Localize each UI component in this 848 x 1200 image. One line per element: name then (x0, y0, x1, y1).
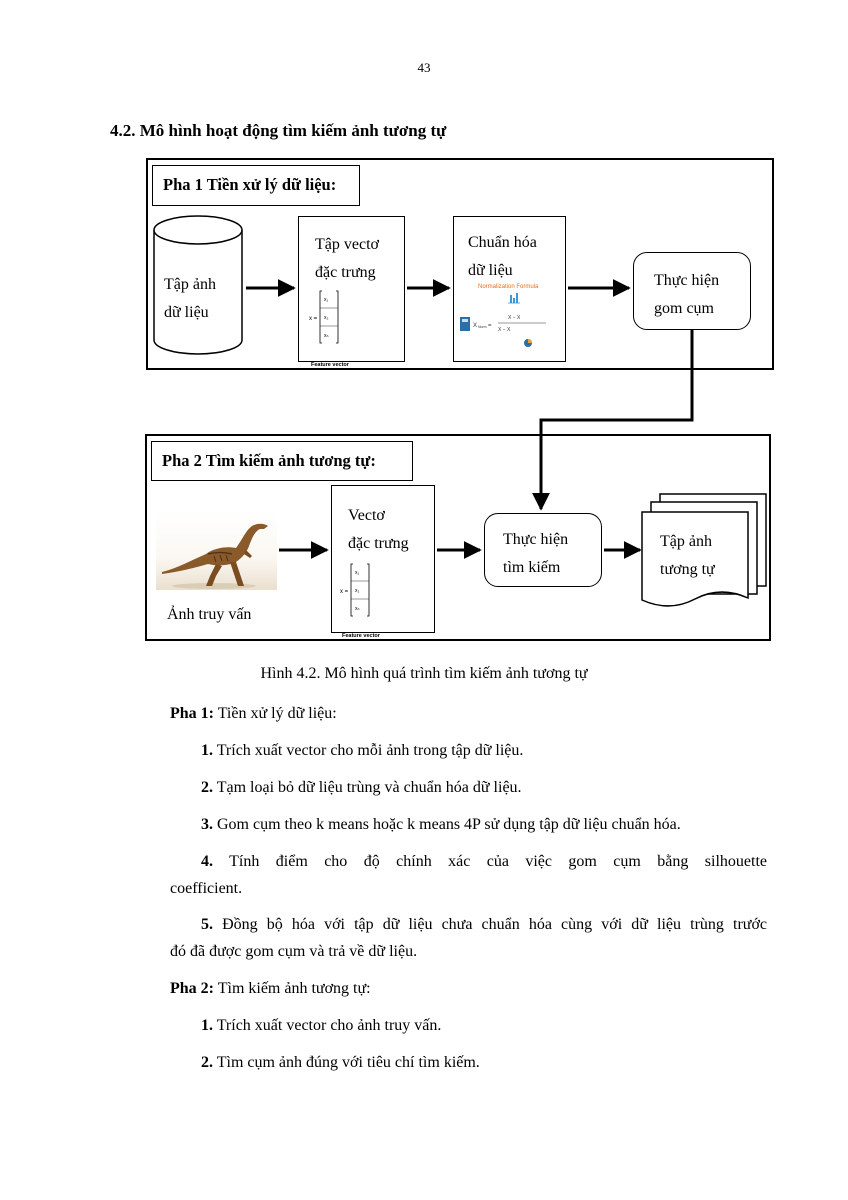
step-text: Tạm loại bỏ dữ liệu trùng và chuẩn hóa d… (216, 779, 522, 796)
step-text: Tính điểm cho độ chính xác của việc gom … (229, 853, 767, 870)
svg-text:xₙ: xₙ (324, 333, 329, 339)
feature-vector-set-node: Tập vectơ đặc trưng x = x₁ x₂ xₙ Feature… (298, 216, 405, 368)
query-vector-matrix-icon: x = x₁ x₂ xₙ (340, 563, 370, 617)
phase1-step-1: 1. Trích xuất vector cho mỗi ảnh trong t… (201, 737, 523, 764)
phase2-title: Pha 2 Tìm kiếm ảnh tương tự: (151, 441, 413, 481)
phase2-step-1: 1. Trích xuất vector cho ảnh truy vấn. (201, 1012, 441, 1039)
phase1-text: Tiền xử lý dữ liệu: (217, 705, 337, 722)
cylinder-icon (153, 215, 243, 355)
svg-text:x =: x = (309, 316, 318, 322)
step-number: 2. (201, 779, 213, 796)
phase1-step-4: 4. Tính điểm cho độ chính xác của việc g… (201, 848, 767, 875)
step-text: Trích xuất vector cho mỗi ảnh trong tập … (216, 742, 524, 759)
query-feature-vector-line1: Vectơ (348, 507, 385, 524)
svg-text:x₂: x₂ (324, 315, 329, 321)
arrow-clustering-to-search (532, 330, 694, 511)
feature-vector-caption: Feature vector (311, 362, 349, 368)
phase2-text: Tìm kiếm ảnh tương tự: (217, 980, 371, 997)
step-number: 1. (201, 1017, 213, 1034)
page-number: 43 (417, 60, 431, 75)
result-documents-icon (641, 493, 767, 607)
search-node: Thực hiện tìm kiếm (484, 513, 602, 587)
query-feature-vector-node: Vectơ đặc trưng x = x₁ x₂ xₙ Feature vec… (331, 485, 435, 639)
normalize-node: Chuẩn hóa dữ liệu Normalization Formula … (453, 216, 566, 362)
step-number: 3. (201, 816, 213, 833)
phase1-step-4-cont: coefficient. (170, 880, 243, 897)
step-text: Đồng bộ hóa với tập dữ liệu chưa chuẩn h… (222, 916, 768, 933)
normalize-line2: dữ liệu (468, 262, 513, 279)
step-text: Tìm cụm ảnh đúng với tiêu chí tìm kiếm. (216, 1054, 480, 1071)
svg-text:X − X: X − X (498, 327, 511, 333)
step-text: Gom cụm theo k means hoặc k means 4P sử … (217, 816, 681, 833)
phase1-step-3: 3. Gom cụm theo k means hoặc k means 4P … (201, 811, 681, 838)
feature-vector-set-line2: đặc trưng (315, 264, 376, 281)
result-line1: Tập ảnh (660, 533, 712, 550)
phase2-heading: Pha 2: Tìm kiếm ảnh tương tự: (170, 975, 371, 1002)
svg-text:x =: x = (340, 589, 349, 595)
dataset-label-line1: Tập ảnh (164, 276, 216, 293)
feature-vector-set-line1: Tập vectơ (315, 236, 379, 253)
svg-text:x₂: x₂ (355, 588, 360, 594)
step-text: Trích xuất vector cho ảnh truy vấn. (216, 1017, 442, 1034)
svg-text:=: = (488, 323, 492, 329)
query-feature-vector-caption: Feature vector (342, 633, 380, 639)
phase2-label: Pha 2: (170, 980, 214, 997)
step-number: 5. (201, 916, 213, 933)
vector-matrix-icon: x = x₁ x₂ xₙ (309, 290, 339, 344)
normalization-formula-title: Normalization Formula (478, 284, 539, 290)
phase1-label: Pha 1: (170, 705, 214, 722)
clustering-line1: Thực hiện (654, 272, 720, 289)
search-line2: tìm kiếm (503, 559, 561, 576)
search-line1: Thực hiện (503, 531, 569, 548)
phase1-title: Pha 1 Tiền xử lý dữ liệu: (152, 165, 360, 206)
query-image-label: Ảnh truy vấn (167, 606, 252, 623)
phase1-step-5-cont: đó đã được gom cụm và trả về dữ liệu. (170, 943, 418, 960)
svg-text:Norm: Norm (478, 325, 487, 329)
svg-text:X: X (473, 323, 477, 329)
figure-caption: Hình 4.2. Mô hình quá trình tìm kiếm ảnh… (260, 665, 588, 682)
clustering-node: Thực hiện gom cụm (633, 252, 751, 330)
step-number: 2. (201, 1054, 213, 1071)
svg-text:X − X: X − X (508, 315, 521, 321)
section-heading: 4.2. Mô hình hoạt động tìm kiếm ảnh tươn… (110, 121, 447, 140)
clustering-line2: gom cụm (654, 300, 714, 317)
dataset-label-line2: dữ liệu (164, 304, 209, 321)
svg-text:x₁: x₁ (324, 297, 329, 303)
dinosaur-icon (162, 523, 268, 589)
query-feature-vector-line2: đặc trưng (348, 535, 409, 552)
result-line2: tương tự (660, 561, 715, 578)
phase2-step-2: 2. Tìm cụm ảnh đúng với tiêu chí tìm kiế… (201, 1049, 480, 1076)
step-number: 1. (201, 742, 213, 759)
svg-text:xₙ: xₙ (355, 606, 360, 612)
svg-text:x₁: x₁ (355, 570, 360, 576)
phase1-step-2: 2. Tạm loại bỏ dữ liệu trùng và chuẩn hó… (201, 774, 522, 801)
step-number: 4. (201, 853, 213, 870)
dataset-cylinder: Tập ảnh dữ liệu (152, 214, 244, 356)
formula-graphic-icon: X Norm = X − X X − X (460, 293, 546, 347)
phase1-heading: Pha 1: Tiền xử lý dữ liệu: (170, 700, 337, 727)
normalize-line1: Chuẩn hóa (468, 234, 537, 251)
phase1-step-5: 5. Đồng bộ hóa với tập dữ liệu chưa chuẩ… (201, 911, 767, 938)
query-image (156, 510, 277, 590)
